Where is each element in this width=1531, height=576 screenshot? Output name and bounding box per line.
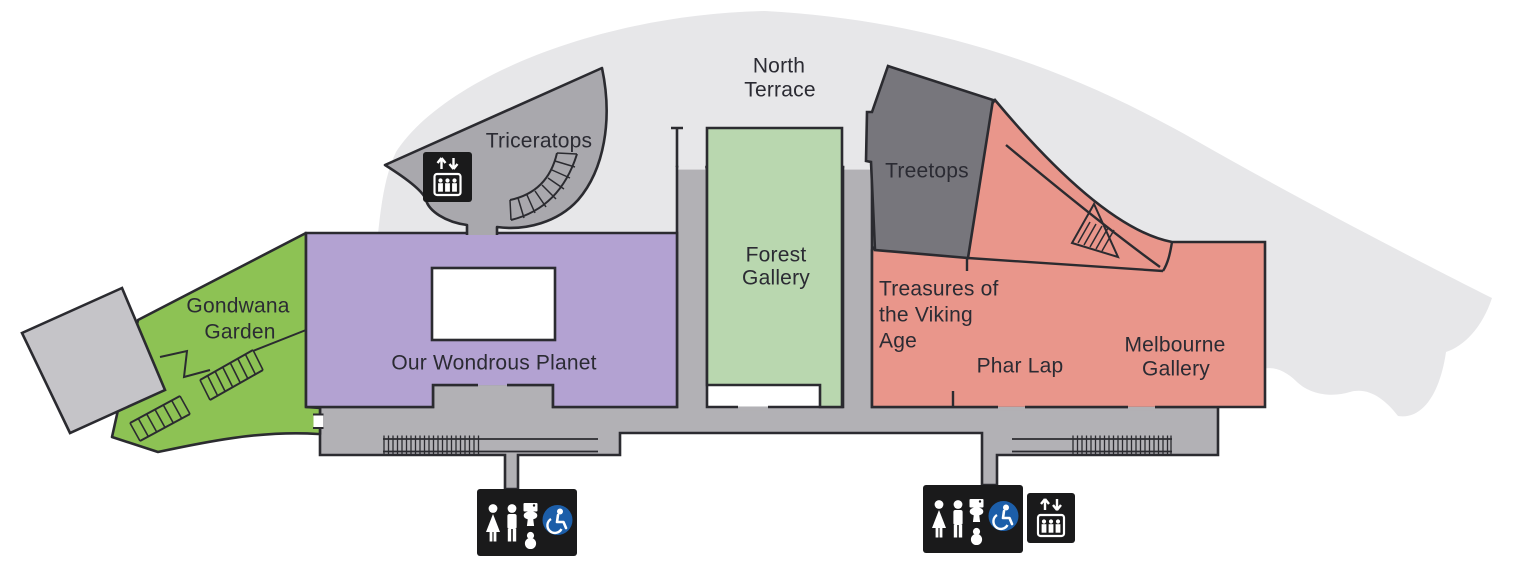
entry-pavilion	[20, 286, 167, 435]
toilets-baby-change-accessible-icon	[477, 489, 577, 556]
area-gondwana-garden	[110, 231, 322, 454]
lift-icon	[423, 152, 472, 202]
doorway	[478, 385, 507, 389]
stairs-icon	[129, 329, 307, 442]
gallery-interior-walls	[951, 144, 1174, 407]
toilets-baby-change-accessible-icon	[923, 485, 1023, 553]
doorway	[478, 382, 507, 386]
courtyard	[430, 266, 557, 342]
doorway	[1128, 403, 1155, 407]
escalator-icon	[1012, 435, 1172, 455]
corridor-strip-opening	[844, 164, 871, 170]
corridor-strip-opening	[678, 164, 706, 170]
area-forest-gallery	[705, 126, 844, 409]
doorway	[998, 406, 1025, 411]
doorway-ticks	[313, 413, 324, 429]
wall-tick	[671, 126, 683, 167]
area-treetops	[864, 64, 995, 260]
lift-icon	[1027, 493, 1075, 543]
doorway	[1128, 406, 1155, 411]
doorway	[313, 414, 323, 429]
area-triceratops-outline	[383, 66, 608, 235]
escalator-icon	[383, 435, 598, 455]
doorway	[998, 403, 1025, 407]
doorway	[738, 403, 768, 407]
doorway	[738, 406, 768, 411]
curved-stairs-icon	[509, 152, 578, 221]
